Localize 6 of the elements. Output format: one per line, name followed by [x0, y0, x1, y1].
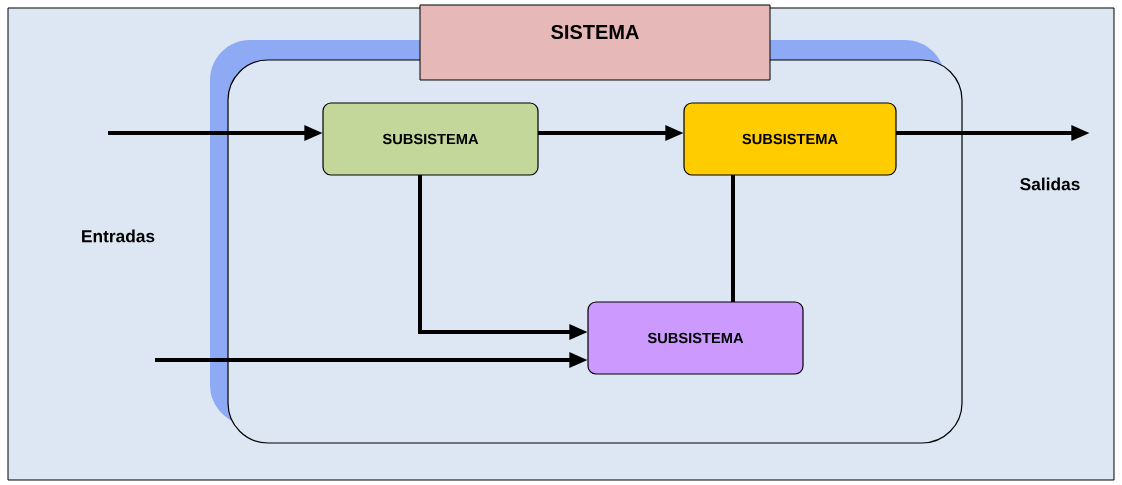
subsystem-box: SUBSISTEMA: [587, 301, 804, 375]
node-label: SISTEMA: [551, 24, 639, 40]
subsystem-box: SUBSISTEMA: [322, 102, 539, 176]
subsystem-box: SUBSISTEMA: [683, 102, 897, 176]
io-label: Entradas: [82, 229, 155, 243]
io-label: Salidas: [1020, 177, 1080, 191]
